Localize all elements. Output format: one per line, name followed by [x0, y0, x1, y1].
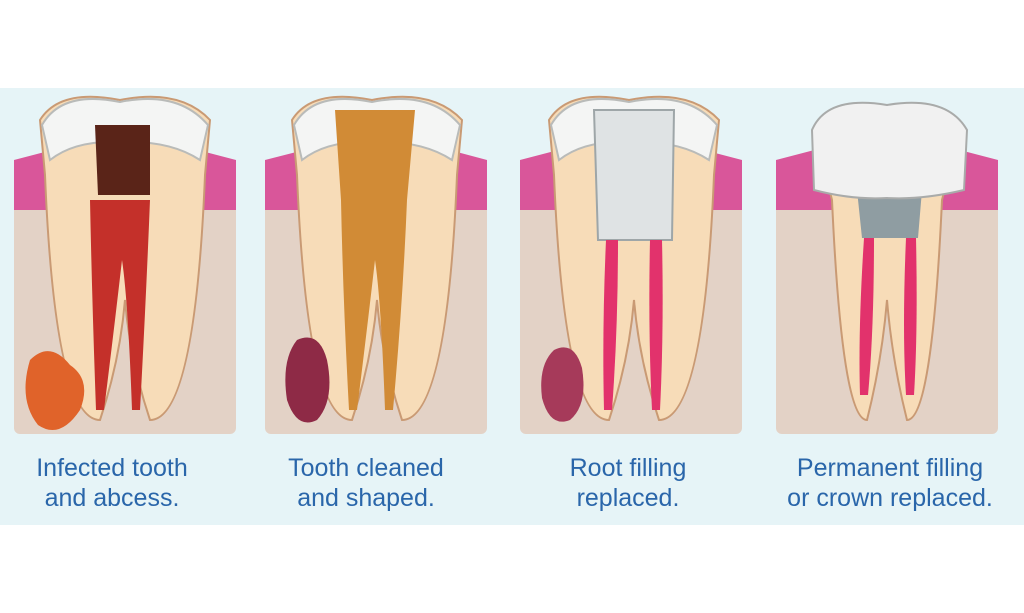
abscess-healing	[541, 347, 583, 421]
infected-tooth-illustration	[0, 0, 250, 440]
root-filling-illustration	[514, 0, 764, 440]
stage-infected-tooth	[0, 0, 250, 440]
root-filling-right	[649, 240, 662, 410]
caption-line: Permanent filling	[760, 453, 1020, 483]
abscess-healing	[285, 338, 329, 423]
caption-line: Infected tooth	[0, 453, 242, 483]
stage-tooth-cleaned	[257, 0, 507, 440]
caption-root-filling: Root filling replaced.	[498, 453, 758, 513]
crown	[812, 103, 967, 199]
root-filling-right	[904, 238, 917, 395]
caption-line: and shaped.	[236, 483, 496, 513]
stage-root-filling	[514, 0, 764, 440]
decay-cavity	[95, 125, 150, 195]
caption-line: or crown replaced.	[760, 483, 1020, 513]
caption-crown-replaced: Permanent filling or crown replaced.	[760, 453, 1020, 513]
cleaned-tooth-illustration	[257, 0, 507, 440]
caption-line: and abcess.	[0, 483, 242, 513]
caption-tooth-cleaned: Tooth cleaned and shaped.	[236, 453, 496, 513]
caption-line: Tooth cleaned	[236, 453, 496, 483]
temporary-filling	[594, 110, 674, 240]
stage-crown-replaced	[772, 0, 1022, 440]
caption-line: Root filling	[498, 453, 758, 483]
crown-replaced-illustration	[772, 0, 1022, 440]
caption-line: replaced.	[498, 483, 758, 513]
caption-infected-tooth: Infected tooth and abcess.	[0, 453, 242, 513]
